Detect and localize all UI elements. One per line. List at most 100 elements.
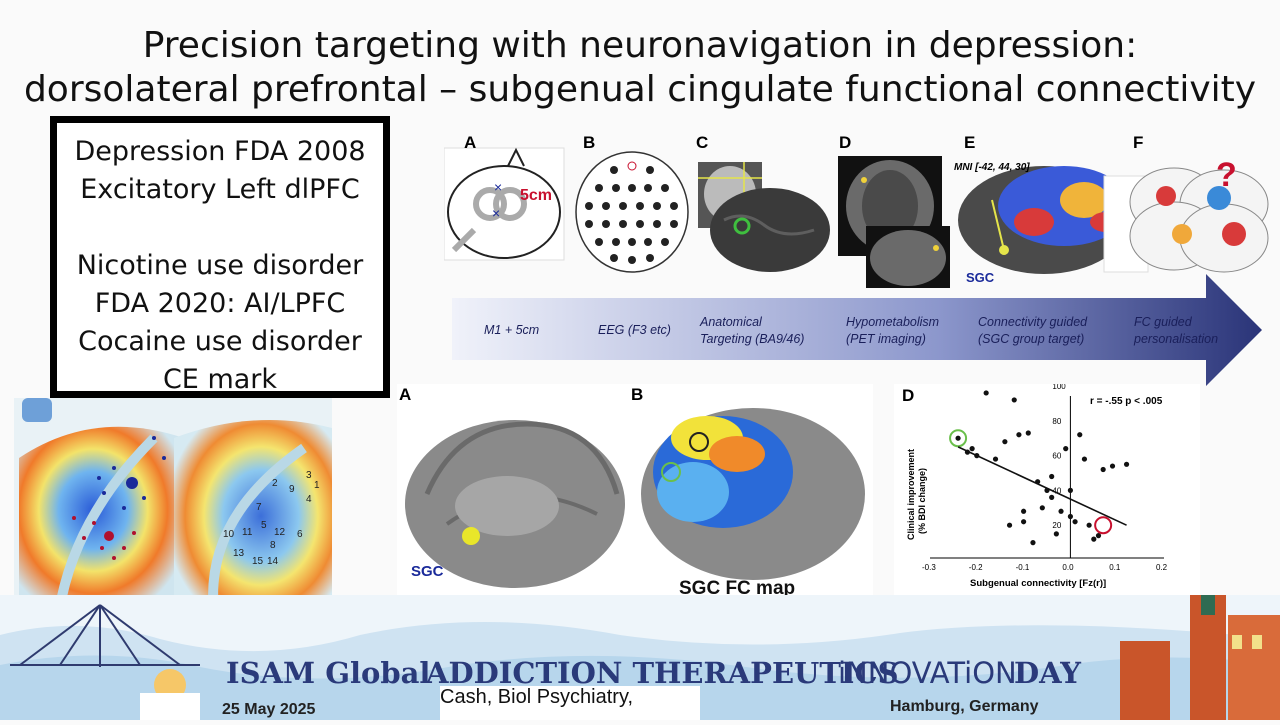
bridge-icon <box>10 604 200 667</box>
panel-a-head: × × 5cm <box>443 147 565 261</box>
slide-title: Precision targeting with neuronavigation… <box>0 24 1280 112</box>
indication-line-2: Excitatory Left dlPFC <box>80 174 360 205</box>
arrow-label-6b: personalisation <box>1133 332 1218 346</box>
target-label-2: 2 <box>272 478 278 489</box>
scatter-highlight-ring <box>949 429 968 448</box>
scatter-point <box>1002 439 1008 445</box>
scatter-xtick-label: 0.1 <box>1109 563 1121 572</box>
panel-e-mni-label: MNI [-42, 44, 30] <box>954 162 1030 173</box>
progression-arrow <box>452 274 1262 386</box>
scatter-point <box>1030 540 1036 546</box>
indication-line-6: CE mark <box>162 364 278 395</box>
scatter-point <box>1021 508 1027 514</box>
target-label-5: 5 <box>261 520 267 531</box>
arrow-label-3b: Targeting (BA9/46) <box>700 332 804 346</box>
indications-box: Depression FDA 2008 Excitatory Left dlPF… <box>50 116 390 398</box>
panel-f-personalisation: ? <box>1103 156 1269 273</box>
target-label-11: 11 <box>242 527 253 538</box>
sgc-label: SGC <box>411 563 444 580</box>
banner-addiction: ADDICTION THERAPEUTICS <box>425 656 899 690</box>
slide-title-line-2: dorsolateral prefrontal – subgenual cing… <box>23 69 1257 110</box>
sgc-fc-map-label: SGC FC map <box>679 578 795 599</box>
arrow-label-1: M1 + 5cm <box>484 323 539 337</box>
scatter-ytick-label: 60 <box>1052 452 1061 461</box>
panel-c-anatomical <box>698 162 830 272</box>
banner-location: Hamburg, Germany <box>890 698 1039 715</box>
target-label-8: 8 <box>270 540 276 551</box>
scatter-point <box>1100 466 1106 473</box>
scatter-panel-letter: D <box>902 386 914 405</box>
slide-title-line-1: Precision targeting with neuronavigation… <box>142 25 1138 66</box>
scatter-point <box>1053 531 1059 537</box>
scatter-ytick-label: 20 <box>1052 521 1061 530</box>
target-label-14: 14 <box>267 556 279 567</box>
scatter-xlabel: Subgenual connectivity [Fz(r)] <box>970 578 1106 589</box>
arrow-label-6a: FC guided <box>1134 315 1193 329</box>
scatter-point <box>1049 473 1055 480</box>
scatter-point <box>992 456 999 462</box>
targeting-methods-figure: × × 5cm <box>443 130 1274 392</box>
panel-letter-d: D <box>839 133 851 152</box>
middle-panel-letter-a: A <box>399 385 411 404</box>
target-dots-red <box>72 516 136 560</box>
panel-b-eeg <box>575 151 689 273</box>
banner-day: DAY <box>1014 656 1081 690</box>
panel-letter-b: B <box>583 133 595 152</box>
panel-e-sgc-label: SGC <box>966 270 995 285</box>
arrow-label-2: EEG (F3 etc) <box>598 323 671 337</box>
scatter-ylabel-2: (% BDI change) <box>917 468 927 534</box>
scatter-point <box>1067 513 1073 520</box>
svg-text:×: × <box>492 205 500 221</box>
arrow-label-5b: (SGC group target) <box>978 332 1084 346</box>
scatter-point <box>1025 430 1031 436</box>
scatter-point <box>1123 461 1130 467</box>
scatter-point <box>1109 463 1116 469</box>
banner-svg: ISAM Global ADDICTION THERAPEUTICS iNNOV… <box>0 515 1280 725</box>
scatter-point <box>1063 446 1069 452</box>
target-label-1: 1 <box>314 480 320 491</box>
sgc-brain-figure: SGC SGC FC map A B <box>397 384 873 606</box>
indication-line-3: Nicotine use disorder <box>76 250 364 281</box>
svg-text:×: × <box>494 179 502 195</box>
scatter-point <box>1095 533 1102 539</box>
target-label-9: 9 <box>289 484 295 495</box>
scatter-ylabel-1: Clinical improvement <box>906 449 916 540</box>
sgc-brain-svg: SGC SGC FC map A B <box>397 384 873 606</box>
target-label-6: 6 <box>297 529 303 540</box>
scatter-ytick-label: 40 <box>1052 486 1061 495</box>
scatter-xtick-label: -0.3 <box>922 563 936 572</box>
scatter-xtick-label: -0.2 <box>969 563 983 572</box>
svg-text:?: ? <box>1216 156 1237 194</box>
target-label-15: 15 <box>252 556 264 567</box>
target-label-4: 4 <box>306 494 312 505</box>
scatter-point <box>1086 522 1092 528</box>
left-target-figure: 1 2 3 4 5 6 7 8 9 10 11 12 13 14 15 <box>14 398 332 613</box>
scatter-point <box>1091 536 1097 542</box>
fc-map-brain: SGC FC map <box>641 408 865 599</box>
scatter-xtick-label: -0.1 <box>1016 563 1030 572</box>
citation: Cash, Biol Psychiatry, <box>440 686 700 720</box>
scatter-point <box>1067 487 1073 493</box>
scatter-ytick-label: 100 <box>1052 384 1066 391</box>
panel-letter-e: E <box>964 133 975 152</box>
scatter-point <box>1006 522 1013 528</box>
conference-banner: ISAM Global ADDICTION THERAPEUTICS iNNOV… <box>0 515 1280 725</box>
targeting-methods-svg: × × 5cm <box>443 133 1269 386</box>
target-label-12: 12 <box>274 527 286 538</box>
arrow-label-4b: (PET imaging) <box>846 332 926 346</box>
scatter-regression-line <box>957 446 1127 526</box>
banner-isam: ISAM Global <box>226 656 430 690</box>
target-label-13: 13 <box>233 548 245 559</box>
panel-letter-f: F <box>1133 133 1143 152</box>
scatter-point <box>1021 519 1027 525</box>
scatter-stat: r = -.55 p < .005 <box>1090 396 1163 407</box>
panel-a-distance-label: 5cm <box>520 187 552 204</box>
indication-line-5: Cocaine use disorder <box>78 326 362 357</box>
scatter-point <box>955 435 961 441</box>
citation-text: Cash, Biol Psychiatry, <box>440 686 634 708</box>
panel-letter-a: A <box>464 133 476 152</box>
target-label-7: 7 <box>256 502 262 513</box>
banner-innovation: iNNOVATiON <box>838 656 1017 690</box>
